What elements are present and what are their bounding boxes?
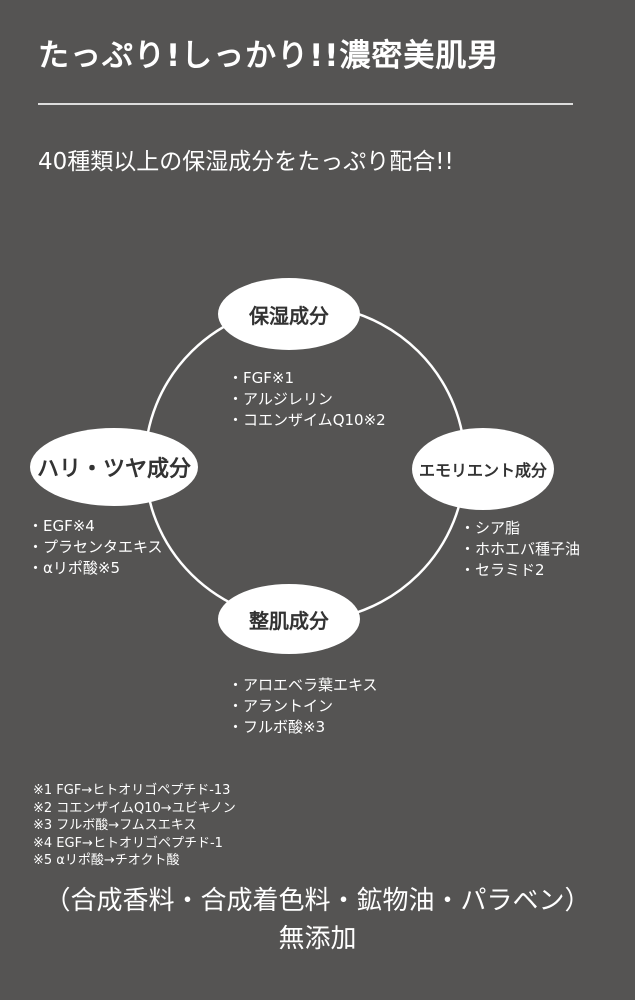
list-item: ・シア脂 <box>460 519 521 537</box>
list-item: ・アルジレリン <box>228 390 333 408</box>
footnote: ※3 フルボ酸→フムスエキス <box>33 818 197 833</box>
conditioning-list: ・アロエベラ葉エキス ・アラントイン ・フルボ酸※3 <box>228 675 378 738</box>
footnotes: ※1 FGF→ヒトオリゴペプチド-13 ※2 コエンザイムQ10→ユビキノン ※… <box>33 782 236 870</box>
additive-free-label: 無添加 <box>278 924 357 954</box>
emollient-list: ・シア脂 ・ホホエバ種子油 ・セラミド2 <box>460 518 580 581</box>
list-item: ・EGF※4 <box>28 517 95 535</box>
category-emollient: エモリエント成分 <box>412 428 554 510</box>
list-item: ・アラントイン <box>228 697 334 715</box>
category-conditioning: 整肌成分 <box>218 584 360 654</box>
footnote: ※4 EGF→ヒトオリゴペプチド-1 <box>33 835 223 851</box>
list-item: ・FGF※1 <box>228 369 294 387</box>
footnote: ※5 αリポ酸→チオクト酸 <box>33 853 180 868</box>
additive-free-statement: （合成香料・合成着色料・鉱物油・パラベン） 無添加 <box>0 882 635 958</box>
category-moisturizing: 保湿成分 <box>218 278 360 350</box>
category-firmness: ハリ・ツヤ成分 <box>30 428 198 506</box>
additive-list: （合成香料・合成着色料・鉱物油・パラベン） <box>44 886 591 916</box>
footnote: ※2 コエンザイムQ10→ユビキノン <box>33 800 236 816</box>
subheadline: 40種類以上の保湿成分をたっぷり配合!! <box>38 149 454 175</box>
moisturizing-list: ・FGF※1 ・アルジレリン ・コエンザイムQ10※2 <box>228 368 386 431</box>
list-item: ・セラミド2 <box>460 561 545 579</box>
list-item: ・プラセンタエキス <box>28 538 163 556</box>
footnote: ※1 FGF→ヒトオリゴペプチド-13 <box>33 783 231 798</box>
list-item: ・コエンザイムQ10※2 <box>228 411 386 429</box>
divider <box>38 103 573 105</box>
headline: たっぷり!しっかり!!濃密美肌男 <box>38 38 500 74</box>
list-item: ・αリポ酸※5 <box>28 559 120 577</box>
firmness-list: ・EGF※4 ・プラセンタエキス ・αリポ酸※5 <box>28 516 163 579</box>
list-item: ・フルボ酸※3 <box>228 718 326 736</box>
list-item: ・アロエベラ葉エキス <box>228 676 378 694</box>
list-item: ・ホホエバ種子油 <box>460 540 581 558</box>
